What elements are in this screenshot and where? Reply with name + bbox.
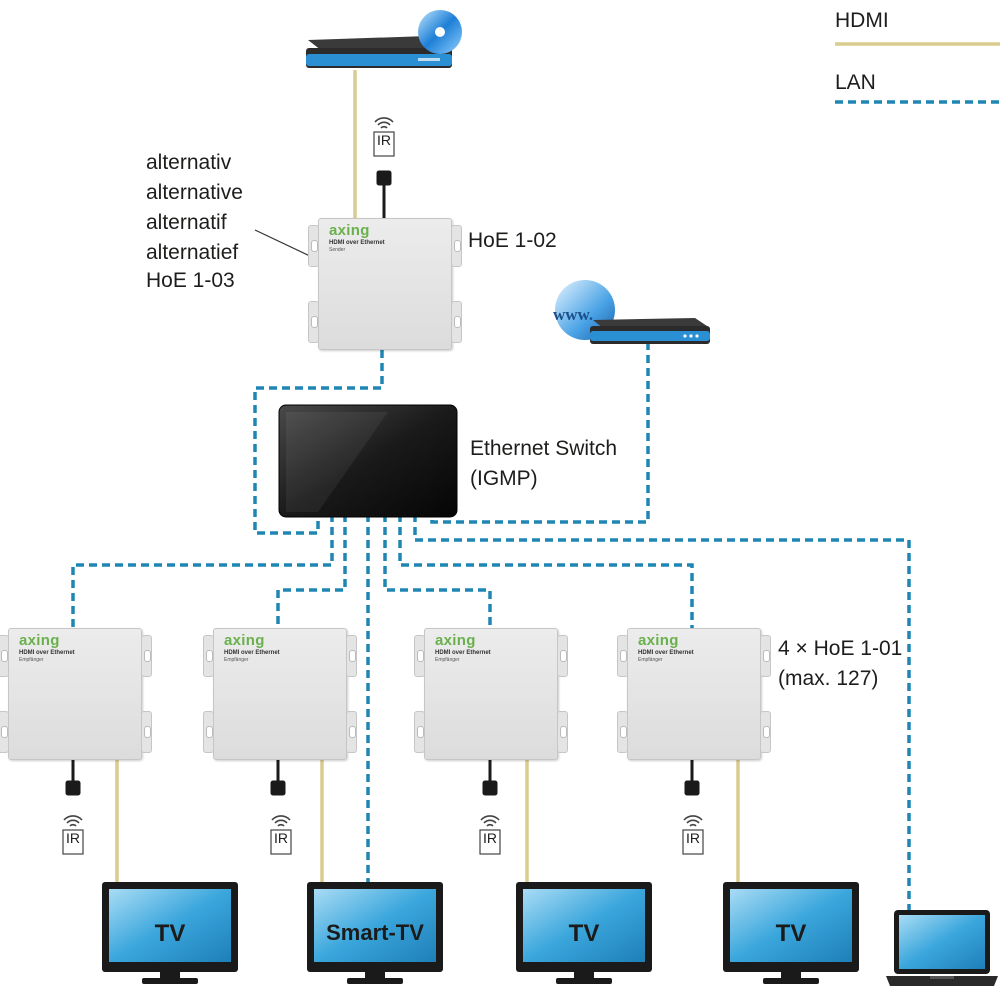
alt-label-de: alternativ xyxy=(146,151,232,174)
tv-label: TV xyxy=(775,920,807,947)
hdmi-receiver-device: axing HDMI over Ethernet Empfänger xyxy=(203,628,357,760)
lan-receiver4 xyxy=(398,514,694,628)
device-subtitle: HDMI over Ethernet xyxy=(638,650,694,656)
tv-icon xyxy=(102,882,238,984)
device-role: Empfänger xyxy=(19,657,44,663)
hdmi-receiver-device: axing HDMI over Ethernet Empfänger xyxy=(414,628,568,760)
brand-logo: axing xyxy=(224,632,265,649)
device-role: Empfänger xyxy=(638,657,663,663)
ir-label: IR xyxy=(686,830,700,846)
brand-logo: axing xyxy=(435,632,476,649)
ir-receiver-icon xyxy=(270,815,292,855)
ir-label: IR xyxy=(66,830,80,846)
device-role: Empfänger xyxy=(435,657,460,663)
receivers-caption-line2: (max. 127) xyxy=(778,667,879,690)
lan-receiver3 xyxy=(383,514,492,628)
lan-receiver2 xyxy=(276,514,347,628)
tv-icon xyxy=(723,882,859,984)
brand-logo: axing xyxy=(329,222,370,239)
ir-label: IR xyxy=(483,830,497,846)
alt-label-nl: alternatief xyxy=(146,241,239,264)
ir-receiver-icon xyxy=(373,117,395,157)
leader-line xyxy=(254,229,313,258)
brand-logo: axing xyxy=(19,632,60,649)
device-subtitle: HDMI over Ethernet xyxy=(435,650,491,656)
device-role: Sender xyxy=(329,247,346,253)
lan-router-switch xyxy=(430,342,650,524)
lan-sender-switch xyxy=(253,350,384,535)
legend-lan-label: LAN xyxy=(835,71,876,94)
device-role: Empfänger xyxy=(224,657,249,663)
lan-receiver1 xyxy=(71,514,334,628)
internet-router-icon: www. xyxy=(553,280,710,344)
switch-label-line1: Ethernet Switch xyxy=(470,437,618,460)
tv-label: TV xyxy=(154,920,186,947)
receivers-caption-line1: 4 × HoE 1-01 xyxy=(778,637,903,660)
ir-cables xyxy=(65,170,700,796)
alt-label-en: alternative xyxy=(146,181,243,204)
smart-tv-icon xyxy=(307,882,443,984)
alt-label-fr: alternatif xyxy=(146,211,227,234)
brand-logo: axing xyxy=(638,632,679,649)
ir-label: IR xyxy=(377,132,391,148)
hdmi-cables xyxy=(115,42,1000,884)
www-text: www. xyxy=(553,305,593,324)
alt-label-model: HoE 1-03 xyxy=(146,269,235,292)
bluray-player-icon xyxy=(306,10,462,68)
device-subtitle: HDMI over Ethernet xyxy=(19,650,75,656)
tv-icon xyxy=(516,882,652,984)
ethernet-switch-icon xyxy=(278,404,458,518)
lan-laptop-switch xyxy=(413,514,911,913)
sender-model-label: HoE 1-02 xyxy=(468,229,557,252)
smart-tv-label: Smart-TV xyxy=(326,920,424,945)
device-subtitle: HDMI over Ethernet xyxy=(329,240,385,246)
tv-label: TV xyxy=(568,920,600,947)
ir-receiver-icon xyxy=(682,815,704,855)
ir-receiver-icon xyxy=(62,815,84,855)
ir-receiver-icon xyxy=(479,815,501,855)
legend-hdmi-label: HDMI xyxy=(835,9,889,32)
laptop-icon xyxy=(886,910,998,986)
switch-label-line2: (IGMP) xyxy=(470,467,538,490)
hdmi-receiver-device: axing HDMI over Ethernet Empfänger xyxy=(617,628,771,760)
lan-cables xyxy=(71,100,1000,913)
ir-label: IR xyxy=(274,830,288,846)
hdmi-receiver-device: axing HDMI over Ethernet Empfänger xyxy=(0,628,152,760)
device-subtitle: HDMI over Ethernet xyxy=(224,650,280,656)
hdmi-sender-device: axing HDMI over Ethernet Sender xyxy=(308,218,462,350)
